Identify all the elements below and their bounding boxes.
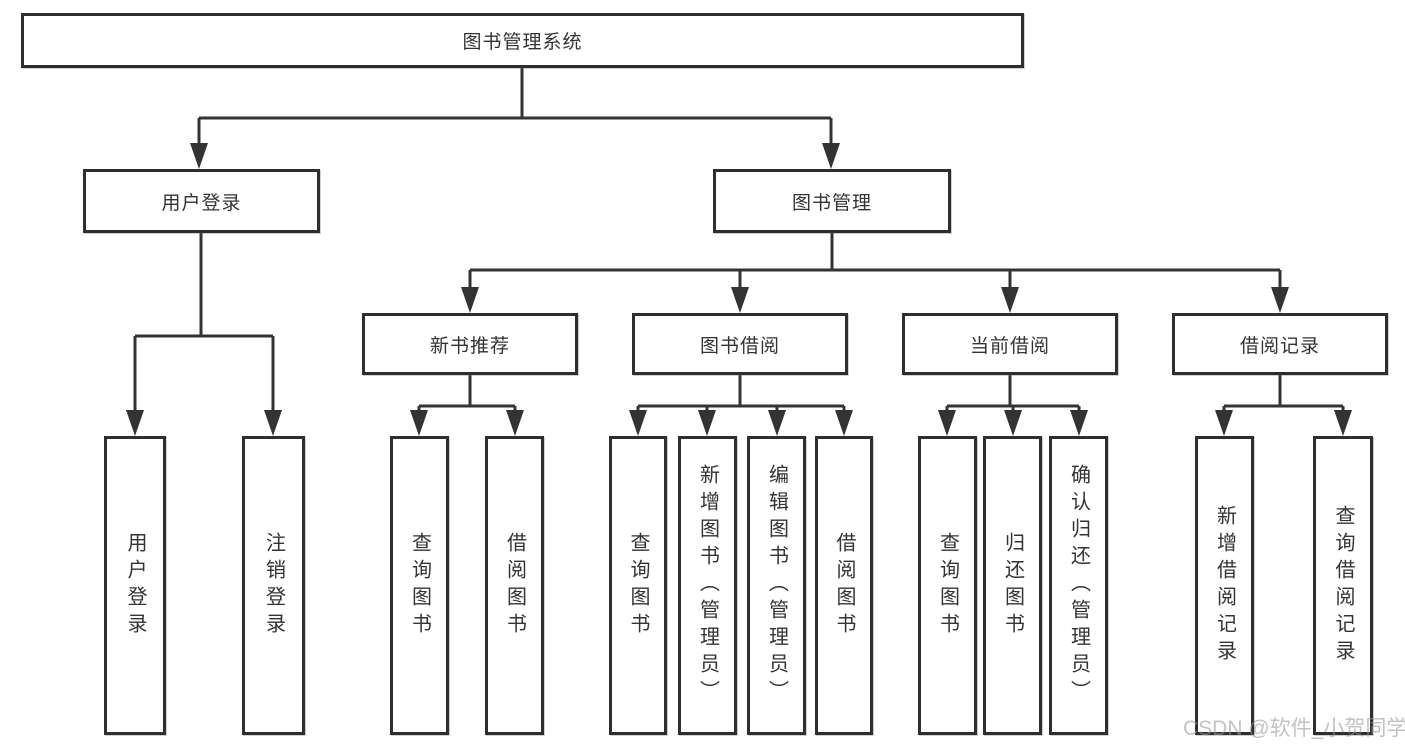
arrow-down-icon: [264, 410, 282, 436]
node-borrow-records: 借阅记录: [1172, 313, 1388, 375]
leaf-edit-book-admin: 编辑图书（管理员）: [747, 436, 806, 735]
leaf-add-book-admin: 新增图书（管理员）: [678, 436, 737, 735]
leaf-query-books-current: 查询图书: [918, 436, 977, 735]
node-book-borrow: 图书借阅: [632, 313, 848, 375]
edge-new-book-children: [417, 375, 517, 412]
edge-root-to-level2: [197, 68, 833, 146]
arrow-down-icon: [822, 143, 840, 169]
leaf-query-books-recommend: 查询图书: [390, 436, 449, 735]
arrow-down-icon: [190, 143, 208, 169]
edge-current-borrow-children: [945, 375, 1081, 412]
arrow-down-icon: [731, 287, 749, 313]
leaf-borrow-books-borrow: 借阅图书: [815, 436, 873, 735]
arrow-down-icon: [1334, 410, 1352, 436]
node-new-book-recommend: 新书推荐: [362, 313, 578, 375]
leaf-confirm-return-admin: 确认归还（管理员）: [1049, 436, 1108, 735]
leaf-user-login: 用户登录: [104, 436, 166, 735]
leaf-borrow-books-recommend: 借阅图书: [485, 436, 544, 735]
arrow-down-icon: [938, 410, 956, 436]
arrow-down-icon: [1004, 410, 1022, 436]
arrow-down-icon: [768, 410, 786, 436]
node-root-system: 图书管理系统: [21, 13, 1024, 68]
node-user-login: 用户登录: [83, 169, 320, 233]
csdn-watermark: CSDN @软件_小贺同学: [1183, 717, 1405, 740]
leaf-query-borrow-record: 查询借阅记录: [1313, 436, 1373, 735]
node-book-management: 图书管理: [713, 169, 951, 233]
arrow-down-icon: [410, 410, 428, 436]
leaf-add-borrow-record: 新增借阅记录: [1195, 436, 1254, 735]
arrow-down-icon: [1070, 410, 1088, 436]
arrow-down-icon: [629, 410, 647, 436]
arrow-down-icon: [461, 287, 479, 313]
edge-user-login-children: [133, 233, 275, 412]
arrow-down-icon: [126, 410, 144, 436]
edge-book-management-children: [468, 233, 1282, 290]
arrow-down-icon: [1215, 410, 1233, 436]
arrow-down-icon: [1271, 287, 1289, 313]
leaf-return-book: 归还图书: [983, 436, 1042, 735]
leaf-query-books-borrow: 查询图书: [609, 436, 667, 735]
leaf-logout: 注销登录: [242, 436, 305, 735]
node-current-borrow: 当前借阅: [902, 313, 1118, 375]
arrow-down-icon: [698, 410, 716, 436]
edge-borrow-records-children: [1222, 375, 1345, 412]
arrowheads: [126, 143, 1352, 436]
arrow-down-icon: [506, 410, 524, 436]
edge-book-borrow-children: [636, 375, 846, 412]
arrow-down-icon: [835, 410, 853, 436]
arrow-down-icon: [1001, 287, 1019, 313]
